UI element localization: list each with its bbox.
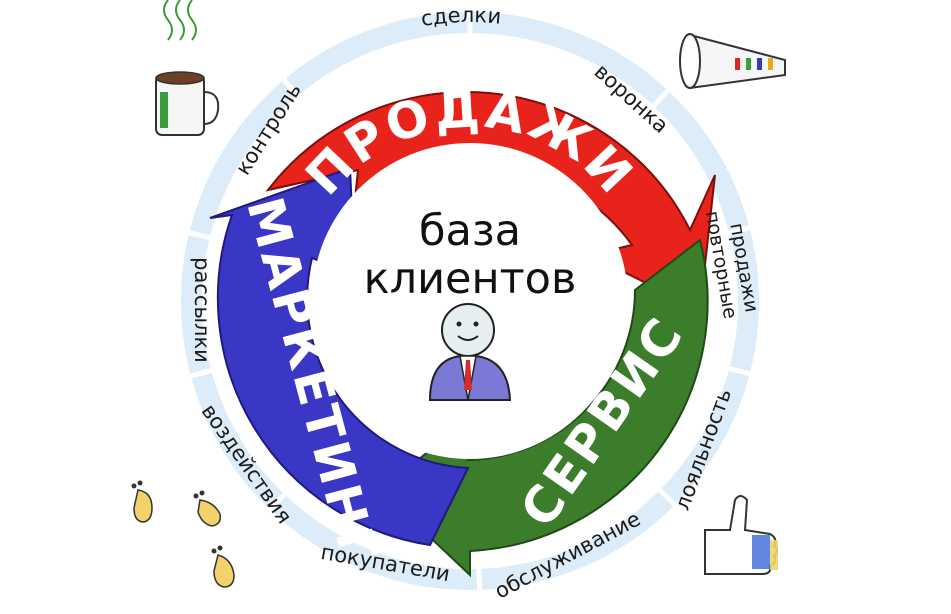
coffee-mug-icon xyxy=(155,0,220,136)
ring-label-mailings: рассылки xyxy=(190,257,214,363)
footprints-icon xyxy=(131,480,235,588)
center-circle xyxy=(312,143,628,459)
segment-service xyxy=(378,238,709,578)
thumbs-up-icon xyxy=(704,495,778,575)
megaphone-icon xyxy=(679,33,786,90)
businessman-icon xyxy=(428,303,512,401)
center-line2: клиентов xyxy=(364,254,577,304)
center-line1: база xyxy=(419,206,521,256)
segment-marketing xyxy=(209,166,470,547)
